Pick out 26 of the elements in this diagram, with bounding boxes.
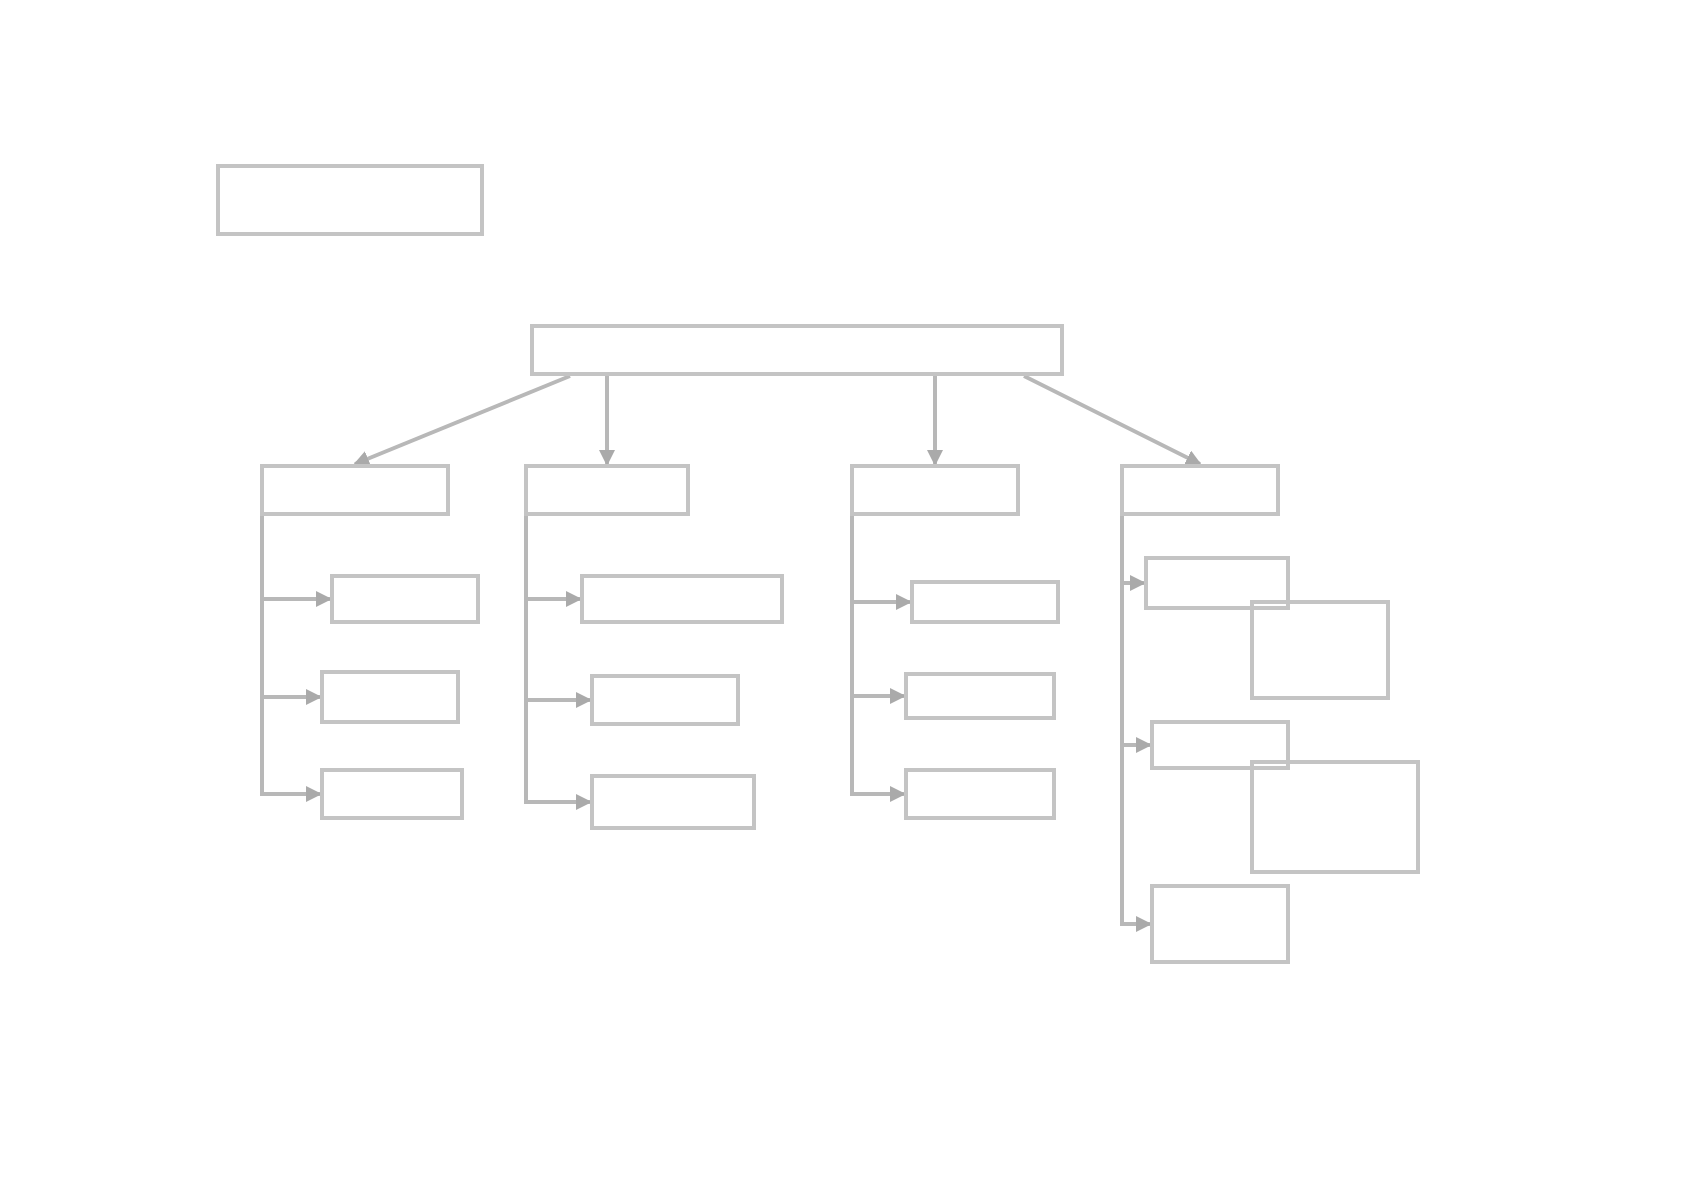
arrow (850, 516, 906, 802)
arrow (1023, 374, 1202, 466)
empty-box (260, 464, 450, 516)
empty-box (904, 768, 1056, 820)
empty-box (1150, 884, 1290, 964)
empty-box (590, 674, 740, 726)
empty-box (216, 164, 484, 236)
empty-box (1144, 556, 1290, 610)
empty-box (904, 672, 1056, 720)
empty-box (524, 464, 690, 516)
empty-box (1250, 760, 1420, 874)
empty-box (1120, 464, 1280, 516)
empty-box (1250, 600, 1390, 700)
empty-box (320, 768, 464, 820)
empty-box (1150, 720, 1290, 770)
empty-box (320, 670, 460, 724)
empty-box (850, 464, 1020, 516)
empty-box (590, 774, 756, 830)
empty-box (580, 574, 784, 624)
arrow (1120, 516, 1152, 932)
empty-box (330, 574, 480, 624)
empty-box (910, 580, 1060, 624)
arrow (927, 376, 943, 466)
empty-box (530, 324, 1064, 376)
arrow (353, 374, 571, 467)
arrow (599, 376, 615, 466)
